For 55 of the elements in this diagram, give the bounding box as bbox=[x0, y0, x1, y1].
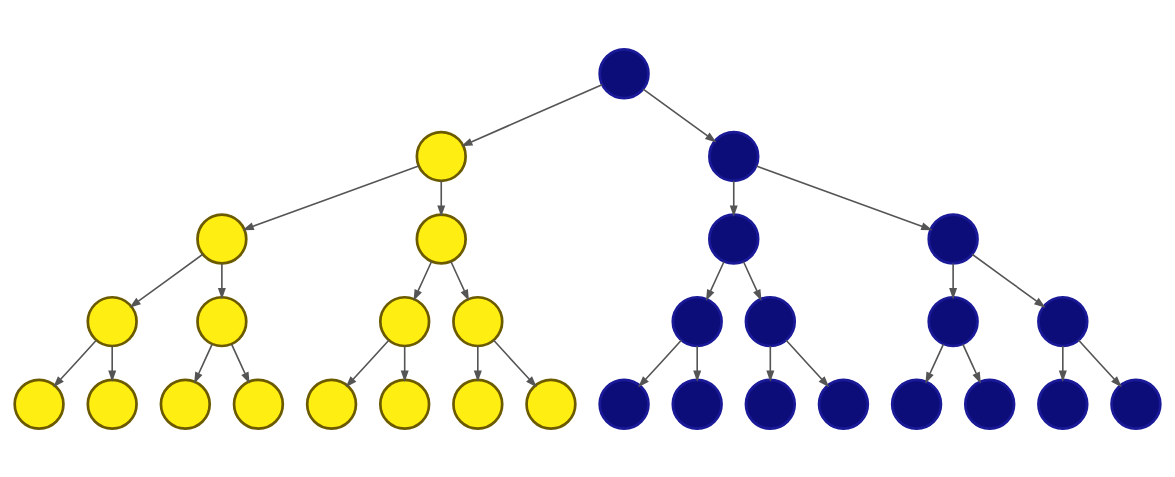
arrow bbox=[642, 87, 717, 142]
node-circle bbox=[598, 47, 650, 100]
arrow bbox=[1058, 344, 1067, 382]
arrow bbox=[729, 179, 738, 217]
arrow bbox=[638, 338, 683, 387]
node-circle bbox=[86, 377, 138, 430]
arrow bbox=[450, 260, 469, 301]
node-circle bbox=[415, 130, 467, 182]
node-circle bbox=[378, 377, 431, 430]
node-circle bbox=[744, 377, 797, 430]
node-circle bbox=[927, 212, 979, 265]
arrow bbox=[413, 260, 433, 301]
node-circle bbox=[452, 295, 504, 347]
node-circle bbox=[1037, 295, 1089, 347]
arrow bbox=[755, 164, 933, 230]
arrow bbox=[345, 338, 390, 387]
node-circle bbox=[196, 295, 248, 347]
arrow bbox=[693, 344, 702, 382]
node-circle bbox=[963, 377, 1016, 430]
node-circle bbox=[708, 212, 760, 265]
arrow bbox=[706, 260, 725, 301]
arrow bbox=[53, 338, 98, 387]
arrow bbox=[129, 252, 204, 308]
node-circle bbox=[890, 377, 943, 430]
node-circle bbox=[86, 295, 138, 347]
node-circle bbox=[927, 295, 979, 347]
arrow bbox=[1077, 338, 1122, 387]
arrow bbox=[400, 344, 409, 382]
node-circle bbox=[671, 295, 723, 347]
arrow bbox=[962, 343, 981, 384]
node-circle bbox=[452, 377, 504, 430]
node-circle bbox=[415, 212, 467, 265]
arrow bbox=[230, 343, 250, 384]
arrow bbox=[194, 343, 213, 384]
node-circle bbox=[708, 130, 760, 182]
arrow bbox=[949, 262, 958, 299]
arrow bbox=[461, 83, 603, 146]
arrow bbox=[971, 252, 1046, 308]
node-circle bbox=[1037, 377, 1089, 430]
arrow bbox=[785, 338, 830, 387]
arrow bbox=[473, 344, 482, 382]
arrow bbox=[108, 344, 117, 382]
node-circle bbox=[159, 377, 212, 430]
node-circle bbox=[232, 377, 285, 430]
node-circle bbox=[196, 212, 248, 265]
arrow bbox=[242, 164, 420, 230]
arrow bbox=[437, 179, 446, 217]
arrow bbox=[742, 260, 762, 301]
node-circle bbox=[744, 295, 797, 347]
arrow bbox=[217, 262, 226, 299]
node-circle bbox=[671, 377, 723, 430]
arrow bbox=[766, 344, 775, 382]
arrow bbox=[925, 343, 945, 384]
node-circle bbox=[378, 295, 431, 347]
arrow bbox=[492, 338, 537, 387]
